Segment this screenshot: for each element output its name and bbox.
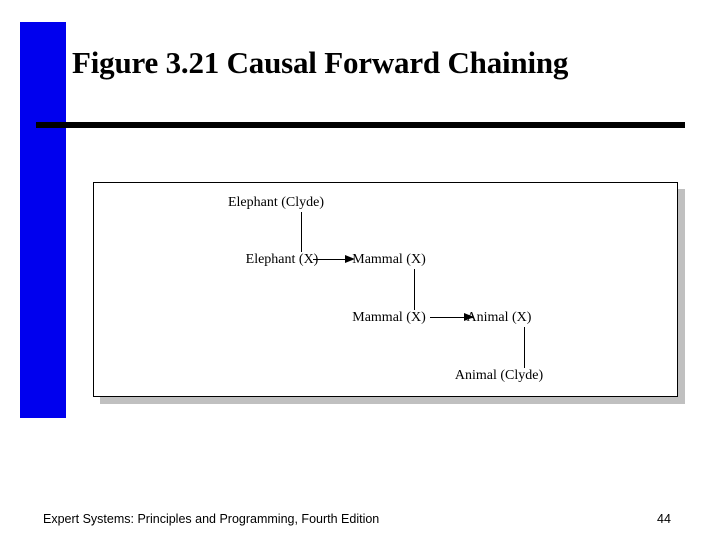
diagram-arrow-elephant-x-to-mammal-x xyxy=(313,255,355,264)
diagram-node-mammal-x-lower: Mammal (X) xyxy=(352,310,426,325)
diagram-node-mammal-x-top: Mammal (X) xyxy=(352,252,426,267)
arrow-shaft xyxy=(430,317,464,319)
title-divider xyxy=(36,122,685,128)
arrow-head-icon xyxy=(345,255,355,263)
figure-panel: Elephant (Clyde) Elephant (X) Mammal (X)… xyxy=(93,182,678,397)
diagram-edge-animal-x-to-animal-clyde xyxy=(524,327,525,368)
slide-accent-bar xyxy=(20,22,66,418)
footer-page-number: 44 xyxy=(657,512,671,526)
diagram-node-animal-x: Animal (X) xyxy=(466,310,532,325)
diagram-edge-mammal-x-to-mammal-x xyxy=(414,269,415,310)
diagram-edge-elephant-clyde-to-elephant-x xyxy=(301,212,302,252)
diagram-node-animal-clyde: Animal (Clyde) xyxy=(454,368,544,383)
footer-source-text: Expert Systems: Principles and Programmi… xyxy=(43,512,380,526)
diagram-node-elephant-clyde: Elephant (Clyde) xyxy=(227,195,325,210)
arrow-head-icon xyxy=(464,313,474,321)
arrow-shaft xyxy=(313,259,345,261)
diagram-arrow-mammal-x-to-animal-x xyxy=(430,313,475,322)
diagram-node-elephant-x: Elephant (X) xyxy=(245,252,319,267)
page-title: Figure 3.21 Causal Forward Chaining xyxy=(72,45,569,80)
